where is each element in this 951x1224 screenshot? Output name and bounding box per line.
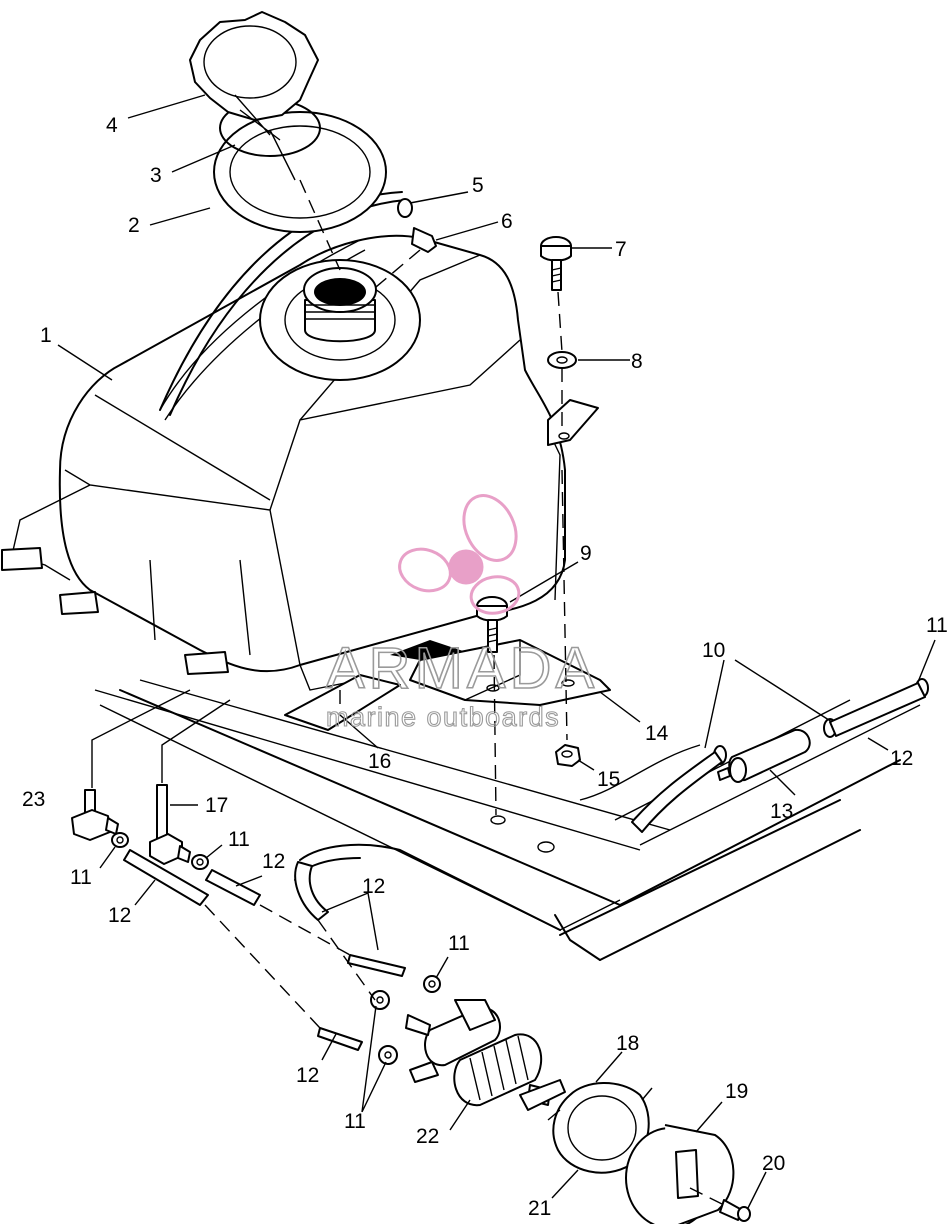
vent-fitting	[369, 227, 437, 293]
fuel-valve	[405, 999, 566, 1111]
fuel-cap	[189, 11, 319, 141]
callout-5: 5	[472, 174, 484, 197]
callout-10: 10	[702, 639, 725, 662]
fuel-tank	[1, 234, 599, 705]
leader-lines	[57, 94, 936, 1209]
mount-bracket	[409, 639, 611, 706]
callout-21: 21	[528, 1197, 551, 1220]
callout-6: 6	[501, 210, 513, 233]
fitting-leaders	[91, 689, 231, 788]
callout-9: 9	[580, 542, 592, 565]
callout-12-mid: 12	[262, 850, 285, 873]
cap-centerline	[299, 179, 341, 271]
hose-route-lines	[204, 904, 376, 1029]
callout-14: 14	[645, 722, 669, 745]
nut	[555, 744, 581, 767]
callout-12-bottom: 12	[296, 1064, 319, 1087]
callout-12-right: 12	[890, 747, 913, 770]
callout-8: 8	[631, 350, 643, 373]
watermark-brand: ARMADA	[326, 636, 598, 701]
callout-22: 22	[416, 1125, 439, 1148]
fuel-hose	[123, 682, 926, 1051]
bolt-top	[540, 236, 572, 291]
callout-4: 4	[106, 114, 118, 137]
callout-12-left: 12	[108, 904, 131, 927]
callout-7: 7	[615, 238, 627, 261]
bolt-centerline-top	[557, 291, 563, 432]
callout-23: 23	[22, 788, 45, 811]
cap-gasket	[213, 111, 387, 233]
callout-11-valve: 11	[448, 932, 470, 955]
callout-2: 2	[128, 214, 140, 237]
callout-20: 20	[762, 1152, 785, 1175]
nut-centerline	[561, 469, 568, 741]
callout-1: 1	[40, 324, 52, 347]
callout-12-center: 12	[362, 875, 385, 898]
bolt-centerline-bottom	[493, 654, 497, 816]
straight-fitting	[149, 784, 191, 865]
callout-11-bottom: 11	[344, 1110, 366, 1133]
callout-13: 13	[770, 800, 793, 823]
callout-11-left: 11	[70, 866, 92, 889]
callout-18: 18	[616, 1032, 639, 1055]
bolt-bottom	[476, 596, 508, 653]
callout-3: 3	[150, 164, 162, 187]
fuel-filter	[717, 728, 811, 783]
callout-16: 16	[368, 750, 391, 773]
callout-17: 17	[205, 794, 228, 817]
knob-screw	[689, 1187, 751, 1222]
elbow-fitting	[71, 789, 119, 841]
valve-knob	[625, 1124, 735, 1224]
watermark-tagline: marine outboards	[326, 702, 560, 732]
callout-11-top: 11	[926, 614, 948, 637]
callout-11-mid: 11	[228, 828, 250, 851]
callout-labels: 1 2 3 4 5 6 7 8 9 10 11 12 13 14 15 16 2…	[22, 114, 948, 1220]
washer	[547, 351, 577, 369]
callout-19: 19	[725, 1080, 748, 1103]
armada-watermark: ARMADA marine outboards	[325, 494, 598, 733]
callout-15: 15	[597, 768, 620, 791]
propeller-logo	[398, 494, 521, 615]
heat-shield	[284, 674, 401, 731]
